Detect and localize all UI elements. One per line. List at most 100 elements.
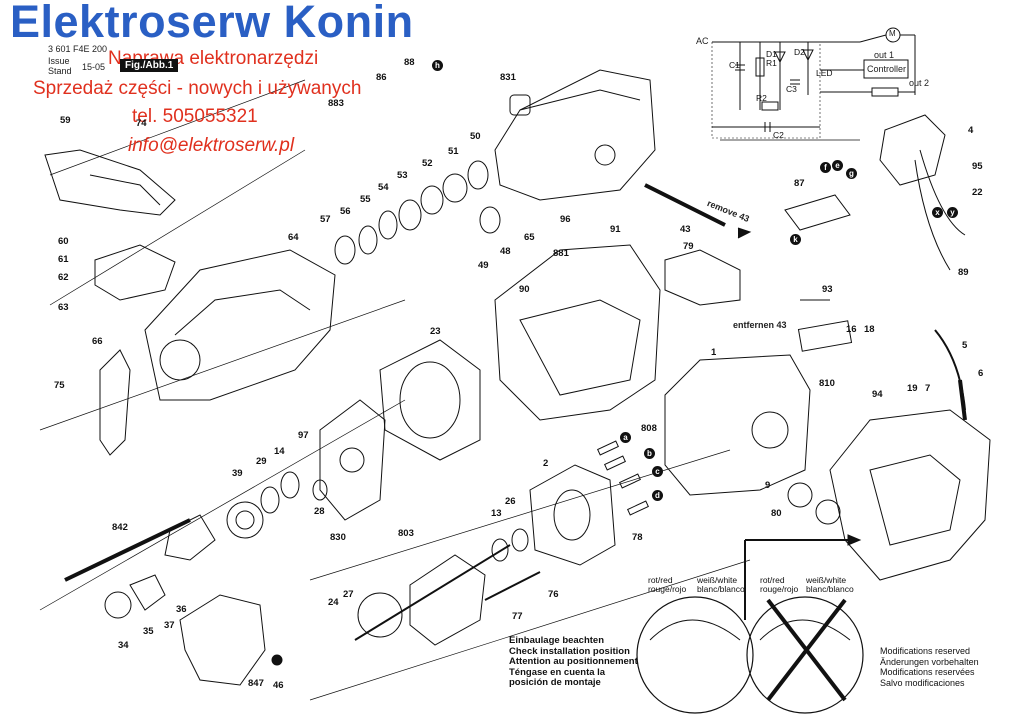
switch-wire (914, 159, 951, 271)
part-number-label: 74 (136, 118, 147, 129)
housing-shell-shape (144, 249, 336, 401)
modifications-note-line: Modifications reserved (880, 646, 971, 656)
circuit-ac-label: AC (696, 36, 709, 46)
installation-note-line: Attention au positionnement (509, 656, 638, 667)
remove-43-arrowhead (737, 227, 752, 239)
part-number-label: 23 (430, 326, 441, 337)
circuit-component-d1: D1 (766, 49, 777, 59)
connector-marker-f: f (820, 162, 831, 173)
part-number-label: 847 (248, 678, 264, 689)
part-number-label: 4 (968, 125, 974, 136)
part-number-label: 24 (328, 597, 339, 608)
part-number-label: 91 (610, 224, 621, 235)
resistor-out-shape (871, 87, 899, 97)
connector-marker-e: e (832, 160, 843, 171)
ring-shape (358, 225, 378, 255)
part-number-label: 52 (422, 158, 433, 169)
brush-shape (619, 473, 641, 489)
armature-fan-shape (357, 592, 403, 638)
gear-housing-detail (519, 89, 641, 111)
bushing-80-shape (815, 499, 841, 525)
wire-red-label-left: rot/red rouge/rojo (648, 576, 686, 594)
wire-red-line: rouge/rojo (760, 584, 799, 594)
handle-grip-shape (869, 454, 961, 546)
wire-white-line: blanc/blanco (697, 584, 745, 594)
sales-line: Sprzedaż części - nowych i używanych (33, 78, 362, 99)
bearing-13-shape (491, 538, 509, 562)
connector-marker-y: y (947, 207, 958, 218)
bearing-shape (260, 486, 280, 514)
circuit-out2-label: out 2 (909, 78, 930, 88)
part-79-shape (664, 249, 741, 306)
part-number-label: 49 (478, 260, 489, 271)
circuit-component-c1: C1 (729, 60, 740, 70)
crank-shape (164, 514, 216, 561)
connector-marker-x: x (932, 207, 943, 218)
plunger-shaft-shape (64, 518, 191, 582)
brush-shape (604, 455, 626, 471)
part-number-label: 94 (872, 389, 883, 400)
figure-label: Fig./Abb.1 (120, 59, 179, 72)
gear-housing-bore (594, 144, 616, 166)
pcb-87-shape (784, 194, 851, 231)
part-number-label: 62 (58, 272, 69, 283)
blade-clamp-shape (44, 149, 176, 216)
cable-sleeve-shape (958, 379, 967, 421)
part-number-label: 6 (978, 368, 984, 379)
detail-right-circle (746, 596, 864, 714)
part-number-label: 56 (340, 206, 351, 217)
part-number-label: 29 (256, 456, 267, 467)
ring-shape (442, 173, 468, 203)
part-number-label: 14 (274, 446, 285, 457)
part-number-label: 43 (680, 224, 691, 235)
part-number-label: 37 (164, 620, 175, 631)
part-number-label: 842 (112, 522, 128, 533)
email-line[interactable]: info@elektroserw.pl (128, 135, 295, 156)
connector-marker-k: k (790, 234, 801, 245)
modifications-note-line: Salvo modificaciones (880, 677, 965, 688)
part-number-label: 18 (864, 324, 875, 335)
part-number-label: 27 (343, 589, 354, 600)
part-number-label: 77 (512, 611, 523, 622)
part-number-label: 97 (298, 430, 309, 441)
screw-77-shape (484, 571, 541, 601)
part-number-label: 39 (232, 468, 243, 479)
modifications-note-line: Modifications reservées (880, 667, 975, 677)
part-number-label: 5 (962, 340, 968, 351)
part-number-label: 93 (822, 284, 833, 295)
bearing-shape (280, 471, 300, 499)
connector-marker-a: a (620, 432, 631, 443)
part-number-label: 48 (500, 246, 511, 257)
handle-shape (829, 409, 991, 581)
connector-marker-d: d (652, 490, 663, 501)
doc-date: 15-05 (82, 62, 106, 72)
part-number-label: 78 (632, 532, 643, 543)
fan-shape (379, 339, 481, 461)
detail-cross-line (766, 598, 847, 702)
part-number-label: 55 (360, 194, 371, 205)
connector-marker-h: h (432, 60, 443, 71)
part-number-label: 51 (448, 146, 459, 157)
part-number-label: 88 (404, 57, 415, 68)
installation-note-line: Einbaulage beachten (509, 635, 605, 646)
assembly-axis-line (309, 559, 751, 701)
cover-plate-shape (99, 349, 131, 456)
part-number-label: 881 (553, 248, 569, 259)
part-number-label: 19 (907, 383, 918, 394)
circuit-component-c2: C2 (773, 130, 784, 140)
circuit-motor-label: M (889, 29, 896, 38)
part-number-label: 50 (470, 131, 481, 142)
housing-shell-detail (174, 289, 311, 336)
armature-body-shape (409, 554, 486, 646)
part-number-label: 830 (330, 532, 346, 543)
gear-housing-shape (494, 69, 656, 201)
wire-white-line: blanc/blanco (806, 584, 854, 594)
bearing-plate-bore (339, 447, 365, 473)
wire-white-label-left: weiß/white blanc/blanco (697, 576, 745, 594)
plate-35-shape (129, 574, 166, 611)
wire-red-line: rouge/rojo (648, 584, 687, 594)
doc-part-number: 3 601 F4E 200 (48, 44, 108, 54)
bushing-80-shape (787, 482, 813, 508)
